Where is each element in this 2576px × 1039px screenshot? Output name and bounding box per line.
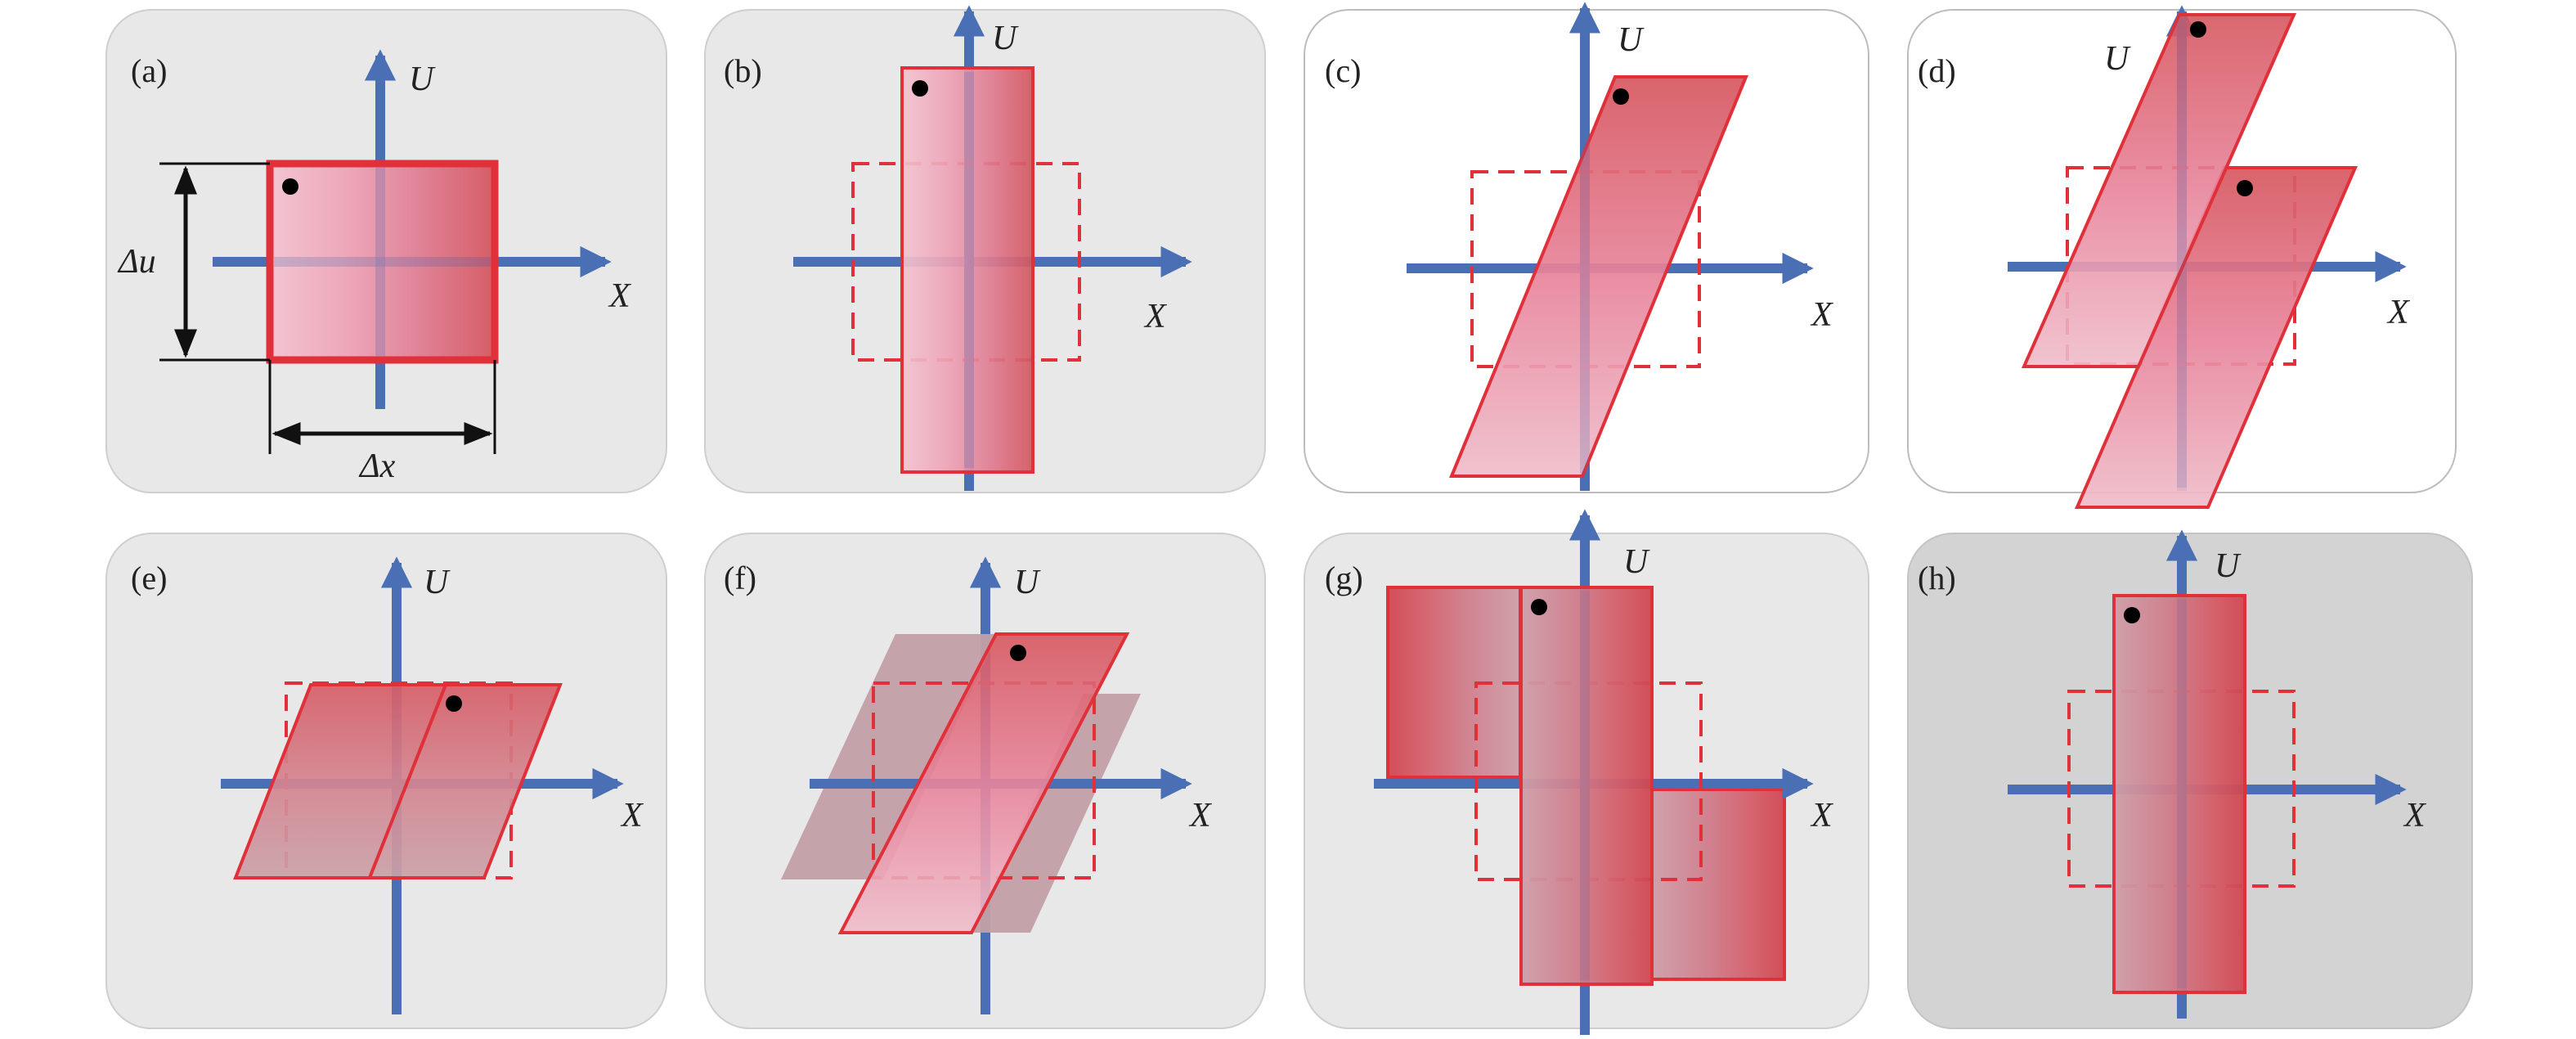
panel-a-du-label: Δu: [117, 243, 156, 281]
panel-a-phase-square: [266, 160, 499, 364]
panel-c: (c) U X: [1304, 2, 1869, 493]
panel-f-right-ghost: [973, 694, 1141, 933]
panel-d-x-label: X: [2386, 294, 2411, 331]
panel-f-u-label: U: [1014, 564, 1041, 601]
panel-h: (h) U X: [1907, 529, 2473, 1029]
panel-a-dx-label: Δx: [358, 448, 396, 485]
panel-b: (b) U X: [704, 5, 1266, 493]
panel-h-x-label: X: [2403, 797, 2427, 834]
panel-d-label: (d): [1918, 52, 1956, 89]
panel-f-dot: [1010, 645, 1026, 661]
panel-g-x-label: X: [1810, 797, 1834, 834]
panel-h-u-label: U: [2215, 547, 2242, 585]
panel-d-upper-filament: [2021, 13, 2297, 368]
panel-d-dot-upper: [2190, 21, 2206, 38]
panel-a-label: (a): [131, 52, 167, 89]
panel-c-x-label: X: [1810, 296, 1834, 334]
panel-g-left-filament: [1386, 586, 1522, 779]
panel-g-right-filament: [1650, 788, 1786, 981]
panel-d-u-label: U: [2104, 40, 2131, 78]
panel-f-label: (f): [724, 560, 756, 596]
panel-g: (g) U X: [1304, 509, 1869, 1035]
panel-f-sheared-region: [837, 632, 1130, 934]
panel-e-x-label: X: [620, 797, 644, 834]
panel-g-dot: [1531, 599, 1547, 615]
panel-e-right-filament: [367, 683, 563, 879]
panel-h-dot: [2124, 607, 2140, 623]
panel-h-stretched-region: [2112, 594, 2246, 994]
panel-d-lower-filament: [2074, 166, 2358, 509]
panel-b-x-label: X: [1143, 298, 1168, 335]
panel-a-u-label: U: [409, 61, 436, 98]
panel-f: (f) U X: [704, 533, 1266, 1029]
panel-a-dot: [282, 178, 298, 195]
panel-g-u-label: U: [1623, 543, 1650, 581]
panel-d: (d) U X: [1907, 5, 2457, 509]
panel-b-dot: [912, 80, 928, 97]
panel-a-x-label: X: [608, 277, 632, 315]
panel-d-dot-lower: [2237, 180, 2253, 196]
panel-e-u-label: U: [424, 564, 451, 601]
panel-f-left-ghost: [781, 634, 998, 879]
panel-c-label: (c): [1325, 52, 1361, 89]
panel-c-sheared-region: [1449, 75, 1748, 478]
panel-g-label: (g): [1325, 560, 1363, 596]
panel-c-dot: [1613, 88, 1629, 105]
panel-a: (a) U X Δu Δx: [105, 9, 667, 493]
panel-g-central-filament: [1519, 586, 1654, 986]
panel-c-u-label: U: [1618, 21, 1645, 59]
panel-b-stretched-region: [900, 66, 1034, 474]
panel-b-u-label: U: [992, 20, 1019, 57]
panel-e-dot: [446, 695, 462, 712]
panel-e-label: (e): [131, 560, 167, 596]
panel-f-x-label: X: [1188, 797, 1213, 834]
panel-b-label: (b): [724, 52, 762, 89]
panel-e: (e) U X: [105, 533, 667, 1029]
panel-h-label: (h): [1918, 560, 1956, 596]
